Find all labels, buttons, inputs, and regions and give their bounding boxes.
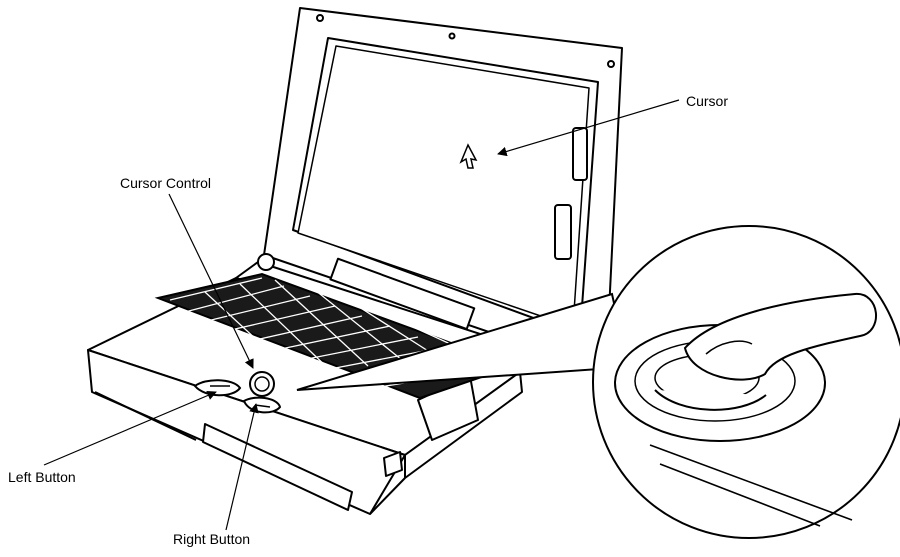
right-button-callout-label: Right Button (173, 531, 250, 547)
left-button-callout-label: Left Button (8, 469, 76, 485)
cursor-callout-label: Cursor (686, 93, 728, 109)
cursor-control-callout-label: Cursor Control (120, 175, 211, 191)
magnified-view (593, 226, 900, 538)
